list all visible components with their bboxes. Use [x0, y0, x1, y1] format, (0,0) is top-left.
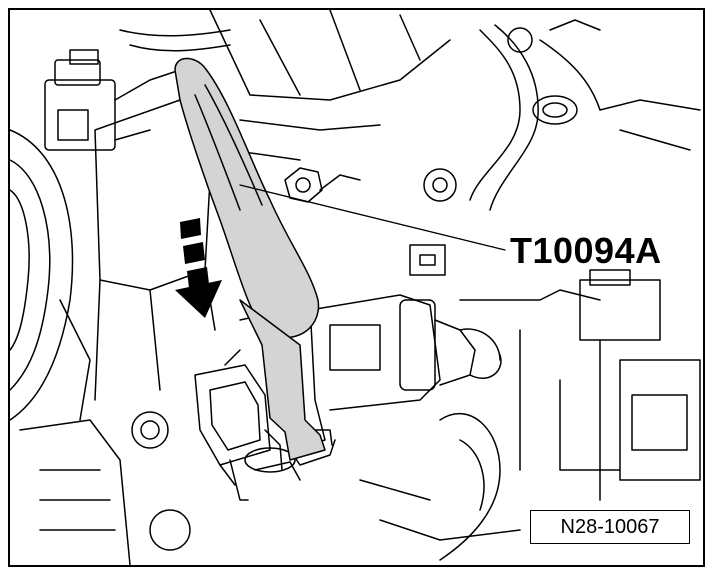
- top-left-connector: [44, 49, 181, 151]
- lower-right-bracket: [359, 413, 521, 561]
- tool-label: T10094A: [510, 230, 662, 271]
- background-pulley: [9, 129, 74, 421]
- tool-leader-line: [239, 184, 506, 251]
- left-lower-body: [19, 299, 191, 566]
- down-arrow-icon: [175, 218, 222, 318]
- figure-number-text: N28-10067: [560, 515, 660, 538]
- special-tool-detail: [194, 84, 263, 366]
- top-structure: [119, 9, 451, 161]
- special-tool: [174, 57, 326, 461]
- sensor-cylinder: [309, 294, 502, 411]
- right-top-wiring: [469, 19, 701, 211]
- bolt-head: [284, 167, 361, 203]
- connector-housing: [194, 304, 336, 501]
- figure-number: N28-10067: [530, 510, 690, 544]
- right-side-boxes: [409, 168, 701, 501]
